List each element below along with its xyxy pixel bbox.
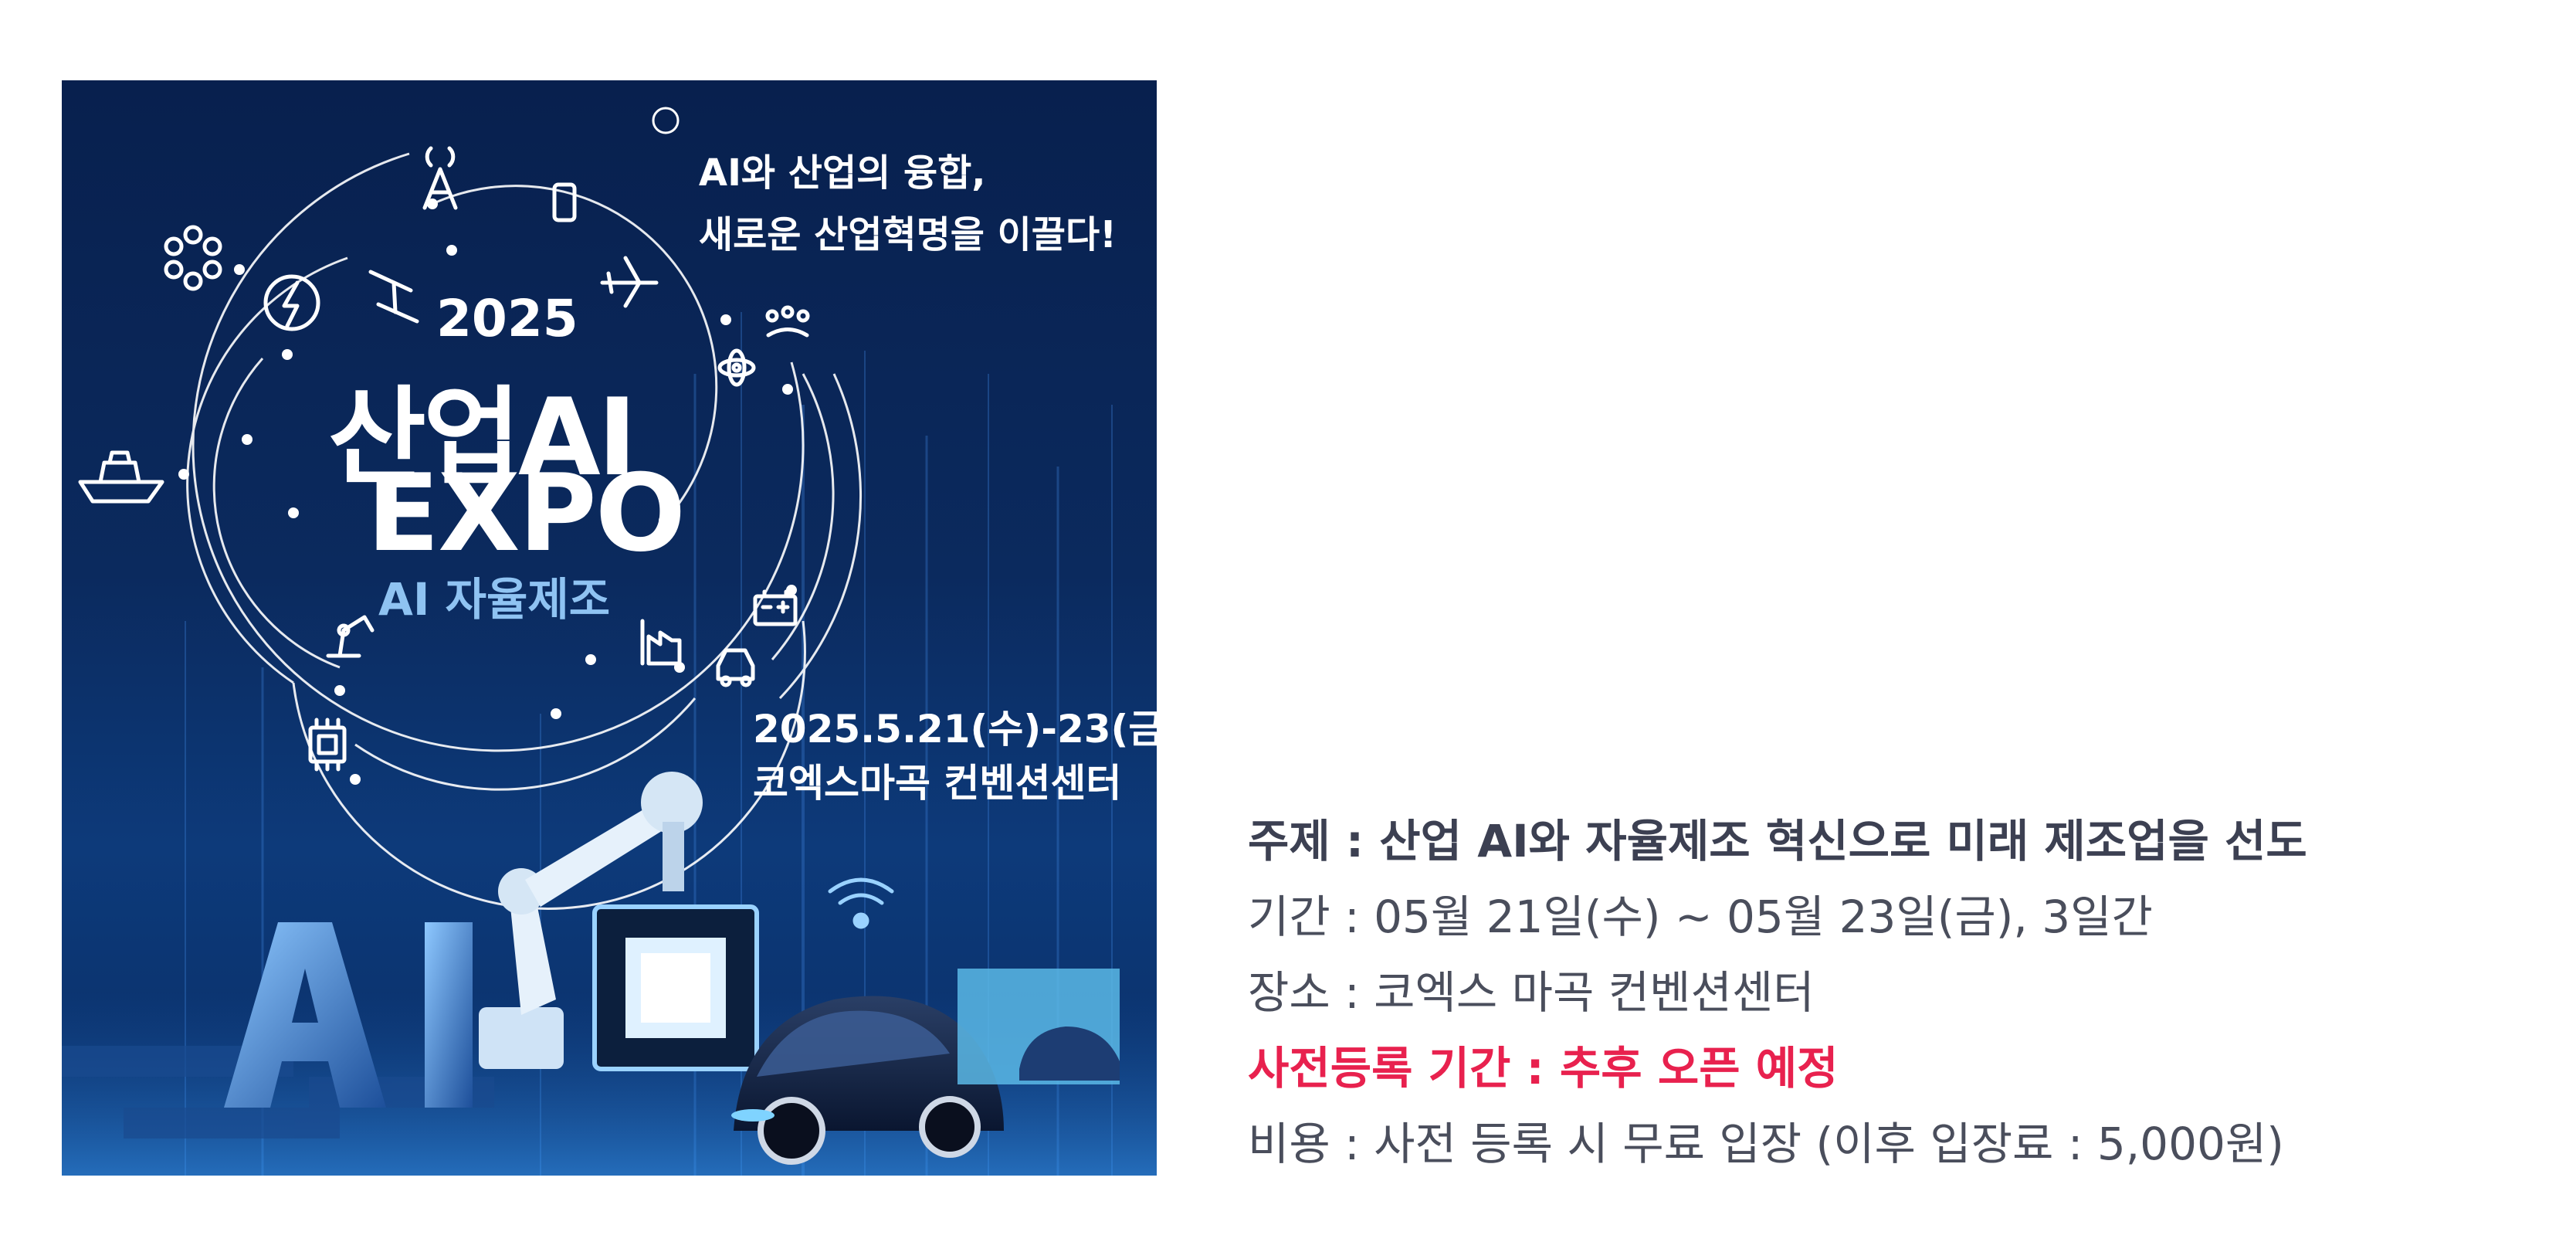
tower-icon [422,146,458,210]
airplane-icon [600,256,659,308]
robot-arm-icon [326,615,375,658]
info-venue: 장소 : 코엑스 마곡 컨벤션센터 [1248,966,1815,1019]
display-screen [958,969,1120,1084]
taxi-icon [716,648,755,687]
poster-title-line-1: 산업AI [328,375,637,500]
robot-arm [479,772,703,1069]
info-topic: 주제 : 산업 AI와 자율제조 혁신으로 미래 제조업을 선도 [1248,815,2307,867]
molecule-icon [164,225,222,291]
big-ai-letters [224,922,473,1108]
poster-year: 2025 [436,289,578,348]
info-fee: 비용 : 사전 등록 시 무료 입장 (이후 입장료 : 5,000원) [1248,1118,2284,1170]
chip-icon [308,718,347,772]
phone-icon [552,182,577,222]
slogan-line-1: AI와 산업의 융합, [698,151,986,195]
glowing-chip [592,904,759,1071]
coral-icon [765,305,810,338]
poster-artwork [62,107,1157,1176]
wifi-icon [828,877,894,929]
expo-poster: AI와 산업의 융합, 새로운 산업혁명을 이끌다! 2025 산업AI EXP… [62,80,1157,1176]
poster-subtitle: AI 자율제조 [378,573,611,626]
info-preregistration: 사전등록 기간 : 추후 오픈 예정 [1248,1042,1839,1094]
factory-icon [640,619,682,666]
autonomous-car [731,996,1004,1165]
ship-icon [78,450,164,504]
poster-event-venue: 코엑스마곡 컨벤션센터 [753,761,1122,806]
poster-slogan: AI와 산업의 융합, 새로운 산업혁명을 이끌다! [699,142,1117,266]
atom-icon [717,348,756,387]
poster-event-date: 2025.5.21(수)-23(금) [753,707,1157,752]
lightning-icon [263,274,320,331]
steel-beam-icon [368,270,419,324]
battery-icon [753,589,798,626]
event-info: 주제 : 산업 AI와 자율제조 혁신으로 미래 제조업을 선도 기간 : 05… [1248,803,2307,1182]
poster-title-line-2: EXPO [367,451,686,575]
slogan-line-2: 새로운 산업혁명을 이끌다! [698,213,1117,256]
info-period: 기간 : 05월 21일(수) ~ 05월 23일(금), 3일간 [1248,891,2153,943]
